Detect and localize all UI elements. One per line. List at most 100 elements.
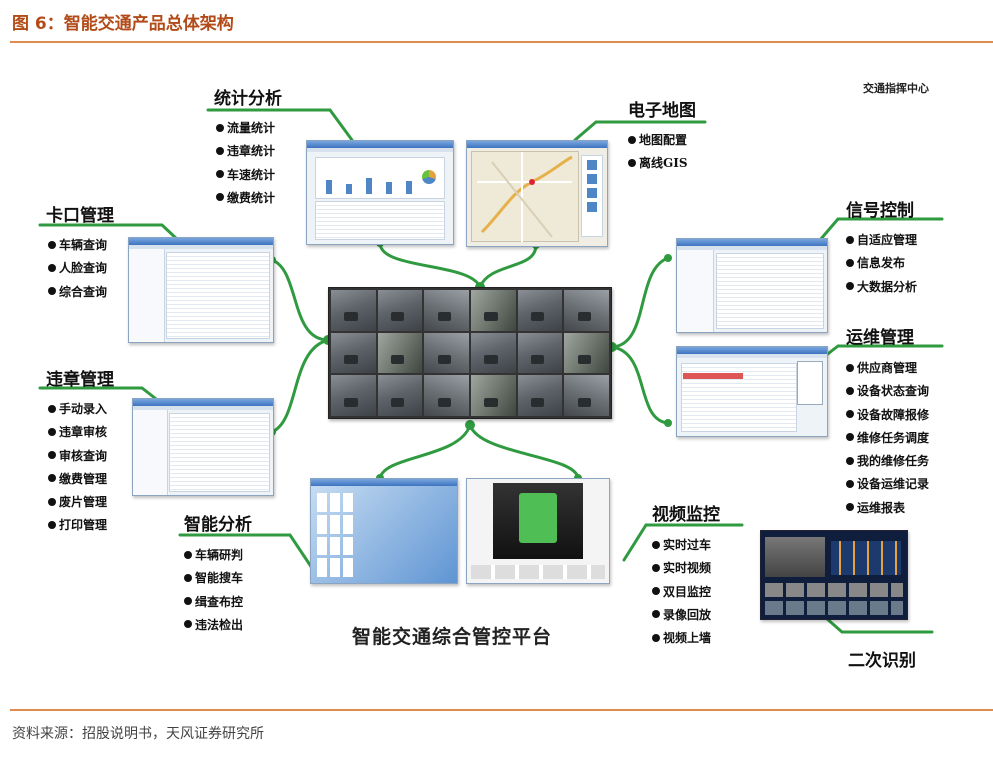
list-item: 自适应管理	[846, 229, 917, 252]
violation-item-list: 手动录入 违章审核 审核查询 缴费管理 废片管理 打印管理	[48, 398, 107, 538]
list-item: 缉查布控	[184, 591, 243, 614]
bullet-icon	[216, 146, 224, 155]
list-item: 设备故障报修	[846, 404, 929, 427]
stats-item-list: 流量统计 违章统计 车速统计 缴费统计	[216, 117, 275, 210]
list-item: 维修任务调度	[846, 427, 929, 450]
ops-title: 运维管理	[846, 328, 914, 348]
map-item-list: 地图配置 离线GIS	[628, 129, 688, 176]
signal-screenshot	[676, 238, 828, 333]
bullet-icon	[184, 573, 192, 582]
list-item: 实时过车	[652, 534, 711, 557]
list-item: 综合查询	[48, 281, 107, 304]
list-item: 我的维修任务	[846, 450, 929, 473]
list-item: 缴费统计	[216, 187, 275, 210]
list-item: 离线GIS	[628, 152, 688, 175]
bullet-icon	[48, 263, 56, 272]
map-title-underline	[573, 120, 707, 142]
bullet-icon	[652, 540, 660, 549]
list-item: 地图配置	[628, 129, 688, 152]
video-screenshot	[466, 478, 610, 584]
figure-title: 图 6：智能交通产品总体架构	[12, 14, 234, 34]
platform-label: 智能交通综合管控平台	[352, 626, 553, 648]
map-roads-icon	[477, 152, 573, 242]
list-item: 审核查询	[48, 445, 107, 468]
list-item: 车辆查询	[48, 234, 107, 257]
connector-stats	[378, 241, 482, 289]
list-item: 违法检出	[184, 614, 243, 637]
video-item-list: 实时过车 实时视频 双目监控 录像回放 视频上墙	[652, 534, 711, 650]
list-item: 运维报表	[846, 497, 929, 520]
stats-screenshot	[306, 140, 454, 245]
bullet-icon	[184, 620, 192, 629]
smart-screenshot	[310, 478, 458, 584]
stats-title-underline	[206, 108, 354, 142]
connector-video	[468, 423, 580, 480]
list-item: 实时视频	[652, 557, 711, 580]
video-title-underline	[622, 523, 744, 562]
video-title: 视频监控	[652, 505, 720, 525]
bullet-icon	[184, 597, 192, 606]
bullet-icon	[48, 451, 56, 460]
violation-screenshot	[132, 398, 274, 496]
bullet-icon	[628, 158, 636, 167]
bullet-icon	[846, 235, 854, 244]
bullet-icon	[184, 550, 192, 559]
smart-title: 智能分析	[184, 515, 252, 535]
signal-title-underline	[818, 217, 944, 242]
list-item: 打印管理	[48, 514, 107, 537]
bullet-icon	[846, 282, 854, 291]
list-item: 废片管理	[48, 491, 107, 514]
bullet-icon	[846, 386, 854, 395]
list-item: 车速统计	[216, 164, 275, 187]
title-rule	[10, 41, 993, 43]
bullet-icon	[48, 404, 56, 413]
connector-violation	[270, 338, 330, 434]
checkpoint-screenshot	[128, 237, 274, 343]
list-item: 供应商管理	[846, 357, 929, 380]
footer-rule	[10, 709, 993, 711]
bullet-icon	[48, 287, 56, 296]
bullet-icon	[48, 240, 56, 249]
source-note: 资料来源：招股说明书，天风证券研究所	[12, 726, 264, 742]
checkpoint-title: 卡口管理	[46, 206, 114, 226]
checkpoint-item-list: 车辆查询 人脸查询 综合查询	[48, 234, 107, 304]
connector-signal	[610, 256, 670, 349]
list-item: 双目监控	[652, 581, 711, 604]
list-item: 人脸查询	[48, 257, 107, 280]
bullet-icon	[216, 193, 224, 202]
connector-map	[478, 243, 538, 289]
list-item: 缴费管理	[48, 468, 107, 491]
bullet-icon	[652, 610, 660, 619]
recog-title-underline	[824, 616, 934, 634]
smart-item-list: 车辆研判 智能搜车 缉查布控 违法检出	[184, 544, 243, 637]
list-item: 视频上墙	[652, 627, 711, 650]
map-title: 电子地图	[628, 101, 696, 121]
bullet-icon	[652, 587, 660, 596]
list-item: 流量统计	[216, 117, 275, 140]
list-item: 智能搜车	[184, 567, 243, 590]
smart-title-underline	[178, 533, 314, 570]
map-screenshot	[466, 140, 608, 247]
bullet-icon	[846, 456, 854, 465]
bullet-icon	[48, 474, 56, 483]
bullet-icon	[48, 497, 56, 506]
signal-title: 信号控制	[846, 201, 914, 221]
bullet-icon	[48, 427, 56, 436]
list-item: 违章审核	[48, 421, 107, 444]
list-item: 手动录入	[48, 398, 107, 421]
recognition-screenshot	[760, 530, 908, 620]
list-item: 车辆研判	[184, 544, 243, 567]
violation-title-underline	[38, 386, 162, 404]
stats-title: 统计分析	[214, 89, 282, 109]
recognition-title: 二次识别	[848, 651, 916, 671]
list-item: 违章统计	[216, 140, 275, 163]
connector-smart	[378, 423, 472, 480]
bullet-icon	[628, 135, 636, 144]
checkpoint-title-underline	[38, 223, 180, 242]
bullet-icon	[846, 410, 854, 419]
bullet-icon	[652, 563, 660, 572]
bullet-icon	[216, 170, 224, 179]
bullet-icon	[846, 479, 854, 488]
video-wall	[328, 287, 612, 419]
